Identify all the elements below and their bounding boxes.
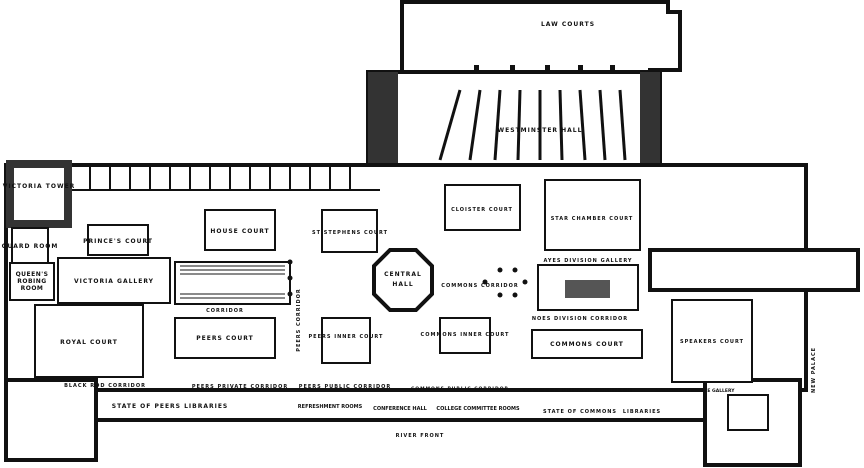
- star-chamber-court-label: STAR CHAMBER COURT: [551, 216, 634, 222]
- committee-rooms-label: COLLEGE COMMITTEE ROOMS: [436, 406, 520, 412]
- commons-public-corridor-label: COMMONS PUBLIC CORRIDOR: [411, 386, 509, 392]
- conference-hall-label: CONFERENCE HALL: [373, 406, 427, 412]
- central-hall: CENTRAL HALL: [372, 248, 434, 312]
- queens-robing-room-label: QUEEN'S ROBING ROOM: [15, 271, 49, 292]
- commons-court-label: COMMONS COURT: [550, 341, 624, 348]
- east-wing: [648, 248, 860, 292]
- commons-corridor-label: COMMONS CORRIDOR: [441, 283, 518, 289]
- westminster-hall: WESTMINSTER HALL: [366, 70, 662, 169]
- new-palace-label: NEW PALACE: [811, 347, 817, 393]
- house-of-lords-chamber: [174, 261, 291, 305]
- commons-libraries-label: STATE OF COMMONS: [543, 409, 617, 415]
- westminster-hall-label: WESTMINSTER HALL: [498, 127, 583, 134]
- peers-libraries-label: STATE OF PEERS LIBRARIES: [112, 403, 228, 410]
- queens-robing-room-box: QUEEN'S ROBING ROOM: [15, 271, 49, 292]
- peers-private-corridor-label: PEERS PRIVATE CORRIDOR: [192, 384, 288, 390]
- peers-corridor-label: PEERS CORRIDOR: [296, 288, 302, 351]
- south-west-block: [4, 378, 98, 462]
- house-court-label: HOUSE COURT: [210, 228, 269, 235]
- princes-court-label: PRINCE'S COURT: [83, 238, 153, 245]
- victoria-tower: VICTORIA TOWER: [3, 160, 76, 228]
- commons-private-corridor-label: COMMONS PRIVATE CORRIDOR: [523, 388, 633, 394]
- law-courts-label: LAW COURTS: [541, 21, 595, 28]
- speakers-court-label: SPEAKERS COURT: [680, 339, 744, 345]
- peers-inner-court-label: PEERS INNER COURT: [309, 334, 384, 340]
- division-gallery-label: AYES DIVISION GALLERY: [543, 258, 632, 264]
- libraries-label: LIBRARIES: [623, 409, 661, 415]
- victoria-tower-label: VICTORIA TOWER: [3, 183, 76, 190]
- commons-inner-court-label: COMMONS INNER COURT: [421, 332, 510, 338]
- royal-court-label: ROYAL COURT: [60, 339, 118, 346]
- corridor-label: CORRIDOR: [206, 308, 244, 314]
- cloister-court-label: CLOISTER COURT: [451, 207, 513, 213]
- river-front-label: RIVER FRONT: [396, 433, 445, 439]
- speakers-gallery-label: SPEAKERS ENTRANCE GALLERY: [656, 388, 736, 394]
- central-hall-label-2: HALL: [392, 281, 413, 288]
- lobby-columns: [287, 259, 528, 298]
- peers-public-corridor-label: PEERS PUBLIC CORRIDOR: [299, 384, 391, 390]
- st-stephens-court-label: ST STEPHENS COURT: [312, 230, 388, 236]
- guard-room-label: GUARD ROOM: [2, 243, 59, 250]
- peers-court-label: PEERS COURT: [196, 335, 253, 342]
- noes-corridor-label: NOES DIVISION CORRIDOR: [532, 316, 628, 322]
- victoria-gallery-label: VICTORIA GALLERY: [74, 278, 154, 285]
- north-front-rooms: [70, 165, 380, 191]
- central-hall-label: CENTRAL: [384, 271, 422, 278]
- house-of-commons-chamber: AYES DIVISION GALLERY NOES DIVISION CORR…: [532, 258, 639, 322]
- black-rod-corridor-label: BLACK ROD CORRIDOR: [64, 383, 146, 389]
- refreshment-rooms-label: REFRESHMENT ROOMS: [298, 404, 363, 410]
